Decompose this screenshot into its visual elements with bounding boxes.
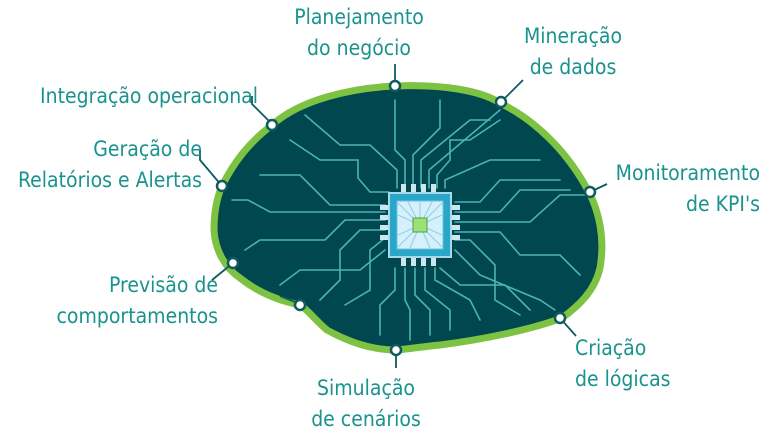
label-mineracao-line1: Mineração [523, 24, 623, 48]
label-criacao-line1: Criação [575, 336, 647, 360]
label-simulacao: Simulação de cenários [298, 373, 434, 434]
dot-mineracao [494, 95, 508, 109]
circuit-traces [231, 99, 591, 341]
dot-planejamento [388, 79, 402, 93]
label-mineracao: Mineração de dados [508, 21, 638, 83]
dot-geracao [215, 179, 229, 193]
label-geracao-line2: Relatórios e Alertas [17, 168, 202, 192]
label-monitoramento: Monitoramento de KPI's [600, 158, 760, 220]
label-integracao-line1: Integração operacional [40, 84, 258, 108]
connection-dots [215, 79, 597, 357]
label-geracao-line1: Geração de [93, 137, 202, 161]
label-planejamento: Planejamento do negócio [284, 2, 434, 64]
dot-previsao-2 [293, 298, 307, 312]
label-monitoramento-line2: de KPI's [685, 192, 760, 216]
label-geracao: Geração de Relatórios e Alertas [2, 134, 202, 196]
dot-previsao [226, 256, 240, 270]
label-previsao-line1: Previsão de [109, 273, 218, 297]
label-previsao-line2: comportamentos [56, 304, 218, 328]
dot-simulacao [389, 343, 403, 357]
label-simulacao-line2: de cenários [311, 407, 421, 431]
dot-integracao [265, 118, 279, 132]
label-monitoramento-line1: Monitoramento [615, 161, 760, 185]
dot-monitoramento [583, 185, 597, 199]
label-mineracao-line2: de dados [529, 55, 617, 79]
label-criacao: Criação de lógicas [575, 333, 695, 395]
label-criacao-line2: de lógicas [575, 367, 671, 391]
label-simulacao-line1: Simulação [317, 376, 415, 400]
label-previsao: Previsão de comportamentos [30, 270, 218, 332]
dot-criacao [553, 311, 567, 325]
label-planejamento-line1: Planejamento [294, 5, 424, 29]
label-planejamento-line2: do negócio [307, 36, 411, 60]
processor-chip [380, 184, 460, 266]
label-integracao: Integração operacional [18, 81, 258, 112]
